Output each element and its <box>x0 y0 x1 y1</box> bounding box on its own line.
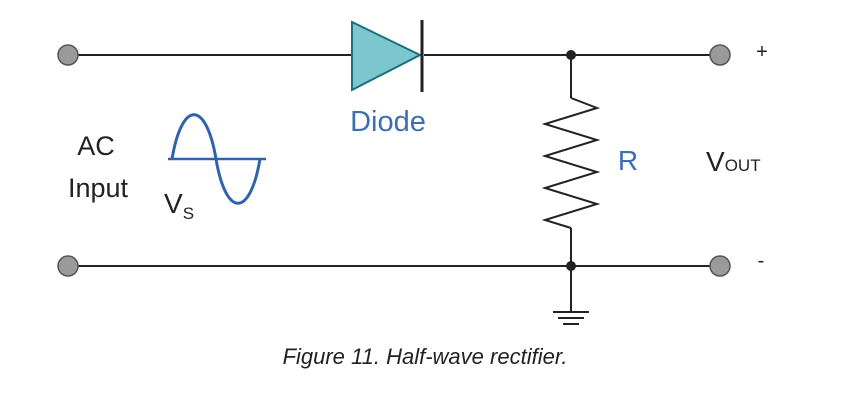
output-terminal-top <box>709 44 731 66</box>
vs-label: VS <box>164 188 194 223</box>
top-junction-dot <box>566 50 576 60</box>
resistor-icon <box>541 97 601 229</box>
ac-label: AC <box>77 131 115 161</box>
output-terminal-bottom <box>709 255 731 277</box>
sine-wave-icon <box>168 113 266 205</box>
vout-label: VOUT <box>706 146 761 177</box>
resistor-label: R <box>618 145 638 176</box>
ground-icon <box>553 266 589 325</box>
input-terminal-bottom <box>57 255 79 277</box>
figure-caption: Figure 11. Half-wave rectifier. <box>282 344 568 369</box>
input-label: Input <box>68 173 129 203</box>
input-terminal-top <box>57 44 79 66</box>
diode-label: Diode <box>350 106 426 138</box>
plus-sign: + <box>756 41 768 63</box>
minus-sign: - <box>758 250 765 272</box>
diode-icon <box>351 20 424 92</box>
